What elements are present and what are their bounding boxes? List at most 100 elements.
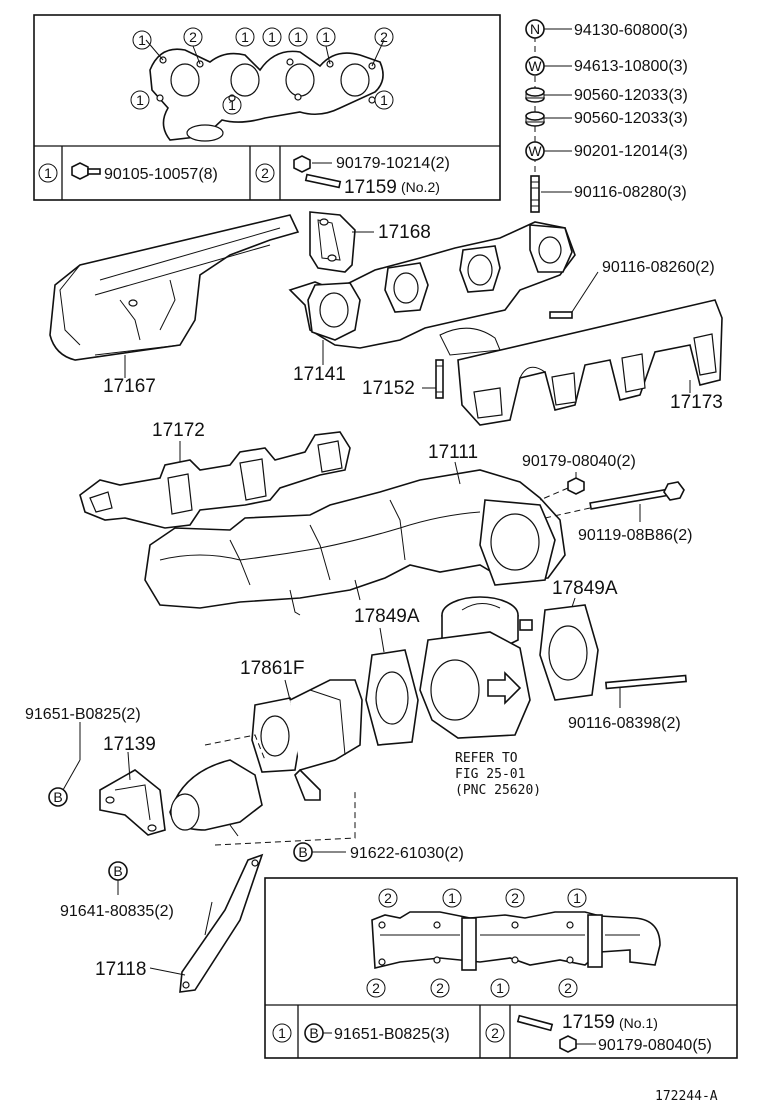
svg-text:2: 2: [372, 980, 380, 996]
exhaust-manifold-17111: [144, 461, 566, 616]
label-17861F: 17861F: [240, 658, 304, 679]
svg-text:2: 2: [436, 980, 444, 996]
bolt-b-91651-B0825: B: [48, 722, 81, 807]
label-17141: 17141: [293, 364, 346, 385]
svg-text:1: 1: [448, 890, 456, 906]
svg-text:1: 1: [496, 980, 504, 996]
washer-icon: [525, 87, 545, 103]
svg-text:FIG 25-01: FIG 25-01: [455, 767, 525, 782]
label-17849A-left: 17849A: [354, 606, 420, 627]
label-17139: 17139: [103, 734, 156, 755]
bottom-marker-bottom-1: 2: [366, 978, 386, 998]
svg-text:90105-10057(8): 90105-10057(8): [104, 166, 218, 183]
bottom-marker-bottom-4: 2: [558, 978, 578, 998]
svg-text:W: W: [528, 58, 542, 74]
svg-text:1: 1: [228, 97, 236, 113]
stud-bolt-icon: [516, 1014, 554, 1032]
inset-marker-4: 1: [262, 27, 282, 47]
hardware-item-3: 90560-12033(3): [525, 87, 688, 104]
svg-text:94130-60800(3): 94130-60800(3): [574, 22, 688, 39]
bottom-marker-bottom-3: 1: [490, 978, 510, 998]
label-90179-08040: 90179-08040(2): [522, 453, 636, 470]
refer-note: REFER TO FIG 25-01 (PNC 25620): [455, 751, 541, 798]
svg-text:(No.1): (No.1): [619, 1015, 658, 1031]
inset-marker-9: 1: [222, 95, 242, 115]
inset-marker-2: 2: [183, 27, 203, 47]
label-90116-08398: 90116-08398(2): [568, 715, 681, 732]
svg-text:2: 2: [511, 890, 519, 906]
svg-text:1: 1: [241, 29, 249, 45]
bolt-b-91641-80835: B: [108, 861, 128, 895]
svg-text:94613-10800(3): 94613-10800(3): [574, 58, 688, 75]
pipe-17861F: [251, 679, 363, 801]
stud-bolt-icon: [304, 173, 342, 189]
svg-text:W: W: [528, 143, 542, 159]
top-legend-2: 2 90179-10214(2) 17159 (No.2): [255, 155, 450, 198]
gasket-17172: [79, 431, 351, 529]
bolt-b-91622-61030: B: [293, 842, 346, 862]
label-17172: 17172: [152, 420, 205, 441]
svg-text:1: 1: [573, 890, 581, 906]
gasket-17849A-right: [539, 597, 599, 701]
inset-marker-10: 1: [374, 90, 394, 110]
washer-icon: [525, 111, 545, 127]
inset-manifold-drawing: [149, 48, 384, 142]
label-17173: 17173: [670, 392, 723, 413]
svg-text:2: 2: [189, 29, 197, 45]
exhaust-manifold-17141: [288, 221, 576, 365]
inset-marker-8: 1: [130, 90, 150, 110]
bolt-icon: [71, 162, 101, 180]
svg-text:90201-12014(3): 90201-12014(3): [574, 143, 688, 160]
svg-text:1: 1: [268, 29, 276, 45]
label-17118: 17118: [95, 959, 146, 980]
bottom-marker-top-1: 2: [378, 888, 398, 908]
svg-text:2: 2: [380, 29, 388, 45]
bracket-17139: [99, 751, 166, 836]
svg-text:1: 1: [136, 92, 144, 108]
svg-text:17159: 17159: [562, 1012, 615, 1033]
label-17849A-right: 17849A: [552, 578, 618, 599]
svg-text:90560-12033(3): 90560-12033(3): [574, 87, 688, 104]
svg-text:1: 1: [380, 92, 388, 108]
inset-marker-1: 1: [132, 30, 152, 50]
stud-icon: [530, 175, 540, 213]
gasket-17849A-left: [365, 627, 419, 746]
svg-text:(No.2): (No.2): [401, 179, 440, 195]
hardware-item-4: 90560-12033(3): [525, 110, 688, 127]
bottom-marker-top-2: 1: [442, 888, 462, 908]
stud-90116-08260: [549, 271, 599, 319]
bottom-legend-2: 2 17159 (No.1) 90179-08040(5): [485, 1012, 712, 1054]
gasket-17173: [457, 299, 723, 426]
egr-valve-assembly: [419, 596, 533, 739]
bottom-legend-1: 1 B 91651-B0825(3): [272, 1023, 450, 1043]
inset-manifold-drawing-2: [371, 911, 661, 971]
svg-text:17159: 17159: [344, 177, 397, 198]
svg-text:REFER TO: REFER TO: [455, 751, 518, 766]
inset-marker-6: 1: [288, 27, 308, 47]
stud-90116-08398: [605, 674, 687, 708]
hardware-item-6: 90116-08280(3): [530, 175, 687, 213]
hardware-item-5: W 90201-12014(3): [525, 141, 688, 161]
svg-text:1: 1: [44, 165, 52, 181]
svg-text:2: 2: [564, 980, 572, 996]
svg-text:(PNC 25620): (PNC 25620): [455, 783, 541, 798]
bottom-marker-top-3: 2: [505, 888, 525, 908]
svg-text:90179-08040(5): 90179-08040(5): [598, 1037, 712, 1054]
svg-text:91651-B0825(3): 91651-B0825(3): [334, 1026, 450, 1043]
bolt-90119-08B86: [544, 481, 685, 522]
svg-text:90116-08280(3): 90116-08280(3): [574, 184, 687, 201]
svg-text:B: B: [53, 789, 62, 805]
label-90116-08260: 90116-08260(2): [602, 259, 715, 276]
hardware-item-2: W 94613-10800(3): [525, 56, 688, 76]
svg-text:90560-12033(3): 90560-12033(3): [574, 110, 688, 127]
figure-code: 172244-A: [655, 1089, 718, 1104]
flange-nut-icon: [293, 155, 311, 173]
hardware-item-1: N 94130-60800(3): [525, 19, 688, 39]
svg-text:N: N: [530, 21, 540, 37]
inset-marker-3: 1: [235, 27, 255, 47]
label-17152: 17152: [362, 378, 415, 399]
label-17168: 17168: [378, 222, 431, 243]
svg-text:1: 1: [294, 29, 302, 45]
